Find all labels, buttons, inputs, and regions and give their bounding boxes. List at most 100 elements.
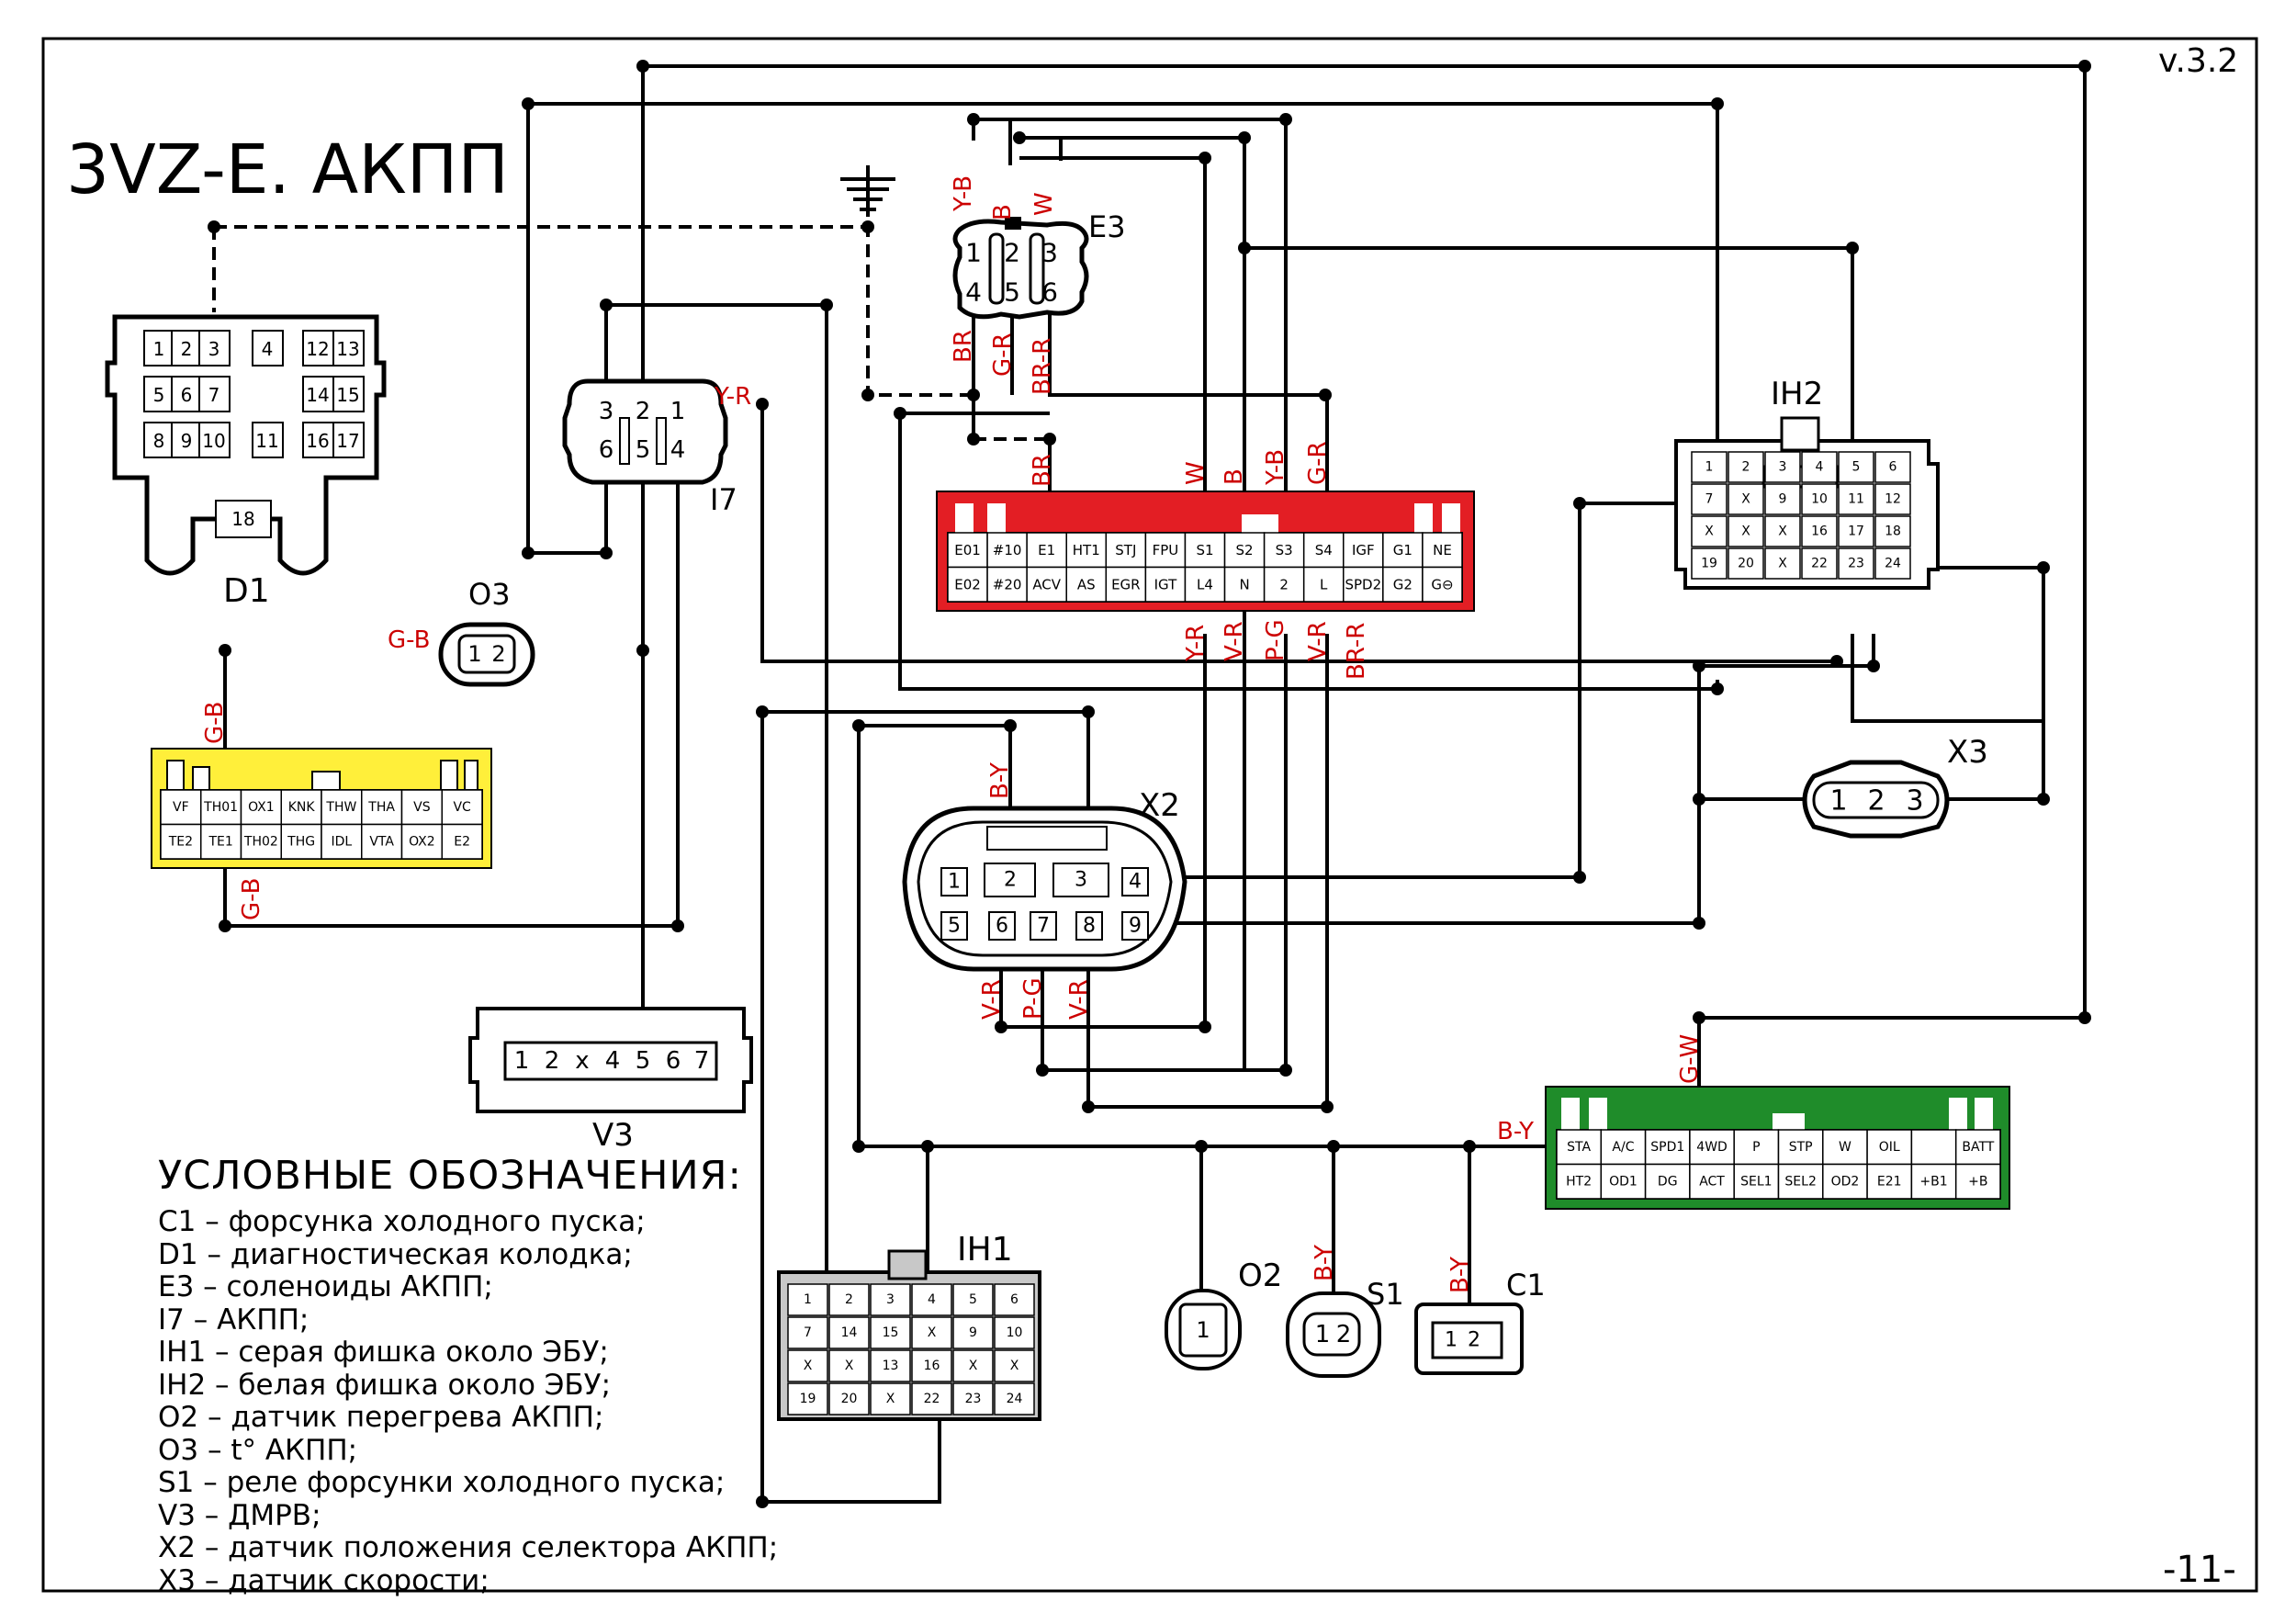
ecu-red-pin-label: G2 (1393, 576, 1412, 592)
d1-pin: 5 (153, 384, 165, 406)
ih1-cell (911, 1382, 952, 1415)
ecu-red-cell (1302, 566, 1345, 603)
legend-item: C1 – форсунка холодного пуска; (158, 1205, 646, 1238)
e3-pin: 4 (965, 277, 982, 308)
d1-pin: 6 (181, 384, 193, 406)
ih2-cell (1801, 547, 1838, 580)
ih1-cell (828, 1283, 870, 1316)
ecu-yellow-pin-label: KNK (288, 800, 316, 815)
ecu-red-pin-label: IGT (1154, 576, 1178, 592)
ih1-cell (952, 1316, 994, 1349)
c1-pin: 2 (1468, 1329, 1480, 1352)
ecu-green-cell (1910, 1163, 1957, 1200)
ecu-red-cell (1343, 566, 1384, 603)
ih2-pin: 20 (1738, 557, 1754, 571)
wire-label: V-R (1221, 621, 1248, 661)
x2-pin: 4 (1129, 871, 1142, 894)
ecu-yellow-pin-label: E2 (454, 834, 470, 849)
s1-label: S1 (1367, 1277, 1404, 1312)
ih2-pin: 19 (1701, 557, 1717, 571)
legend-item: O3 – t° АКПП; (158, 1433, 358, 1467)
d1-pin: 4 (262, 338, 274, 360)
ih1-pin: X (928, 1325, 937, 1340)
d1-pin: 8 (153, 430, 165, 452)
ecu-red-pin-label: E01 (954, 542, 981, 558)
wire-label: V-R (1065, 979, 1093, 1020)
d1-label: D1 (223, 572, 270, 610)
wire-label: Y-R (1182, 625, 1210, 662)
i7-pin: 4 (670, 436, 686, 464)
v3-pin: 6 (666, 1047, 681, 1075)
wire-label: W (1182, 461, 1210, 485)
wire-label: B (989, 204, 1017, 220)
ecu-red-cell (1223, 566, 1266, 603)
ecu-yellow-cell (361, 789, 403, 826)
ecu-red-cell (1422, 532, 1463, 569)
ih1-pin: X (804, 1359, 813, 1373)
legend-item: X2 – датчик положения селектора АКПП; (158, 1531, 779, 1564)
ih2-cell (1838, 515, 1874, 547)
ecu-yellow-cell (160, 823, 202, 860)
legend-item: E3 – соленоиды АКПП; (158, 1270, 493, 1303)
wire-label: BR-R (1343, 623, 1370, 680)
wire-label: B-Y (1497, 1118, 1534, 1145)
x2-pin: 9 (1129, 915, 1142, 938)
ecu-red-pin-label: EGR (1111, 576, 1141, 592)
ecu-green-pin-label: OD2 (1831, 1174, 1860, 1189)
ecu-green-cell (1644, 1129, 1691, 1166)
x2-label: X2 (1139, 787, 1180, 824)
wire-label: BR-R (1029, 338, 1056, 395)
wire-label: BR (950, 330, 977, 363)
ecu-red-cell (986, 532, 1028, 569)
ih2-cell (1874, 547, 1911, 580)
ih1-pin: 23 (965, 1392, 982, 1406)
ih2-cell (1874, 451, 1911, 483)
wire-label: V-R (978, 979, 1006, 1020)
wire-label: BR (1029, 454, 1056, 487)
ih2-label: IH2 (1771, 376, 1823, 412)
ih2-pin: X (1741, 492, 1750, 507)
wire-label: V-R (1304, 621, 1332, 661)
ecu-green-pin-label: SPD1 (1650, 1140, 1684, 1155)
ih2-cell (1801, 515, 1838, 547)
ih1-pin: 15 (883, 1325, 899, 1340)
wire-label: G-B (238, 878, 265, 920)
e3-pin: 3 (1041, 238, 1058, 268)
ih2-cell (1728, 451, 1764, 483)
wire-label: G-B (388, 626, 430, 654)
ecu-green-cell (1954, 1163, 2001, 1200)
ih2-cell (1691, 515, 1728, 547)
ecu-yellow-pin-label: TE2 (168, 834, 193, 849)
connector-d1: 1 2 3 4 12 13 5 6 7 14 15 8 9 10 11 16 1… (105, 314, 387, 610)
ecu-green-pin-label: DG (1658, 1174, 1678, 1189)
s1-pin: 1 (1315, 1321, 1331, 1348)
v3-pin: 2 (545, 1047, 560, 1075)
wire-label: Y-R (714, 383, 751, 411)
legend-item: IH1 – серая фишка около ЭБУ; (158, 1336, 609, 1369)
ih2-cell (1764, 547, 1801, 580)
x3-label: X3 (1947, 734, 1988, 771)
wire-label: G-W (1676, 1034, 1704, 1084)
ecu-yellow-pin-label: THW (325, 800, 356, 815)
ecu-red-pin-label: 2 (1279, 576, 1289, 592)
ecu-green-cell (1556, 1129, 1603, 1166)
ecu-green-pin-label: HT2 (1566, 1174, 1592, 1189)
legend: УСЛОВНЫЕ ОБОЗНАЧЕНИЯ: C1 – форсунка холо… (158, 1153, 801, 1597)
ecu-green-cell (1954, 1129, 2001, 1166)
ih1-cell (787, 1382, 828, 1415)
connector-v3: 1 2 x 4 5 6 7 V3 (468, 1007, 753, 1154)
ih2-cell (1764, 515, 1801, 547)
ih2-pin: 9 (1779, 492, 1787, 507)
ih2-pin: 6 (1889, 460, 1897, 475)
connector-e3: 1 2 3 4 5 6 E3 (952, 209, 1126, 320)
ecu-yellow-pin-label: THA (367, 800, 395, 815)
v3-pin: 4 (605, 1047, 621, 1075)
d1-pin: 17 (336, 430, 359, 452)
page-frame (41, 37, 2258, 1593)
ecu-red-pin-label: ACV (1032, 576, 1061, 592)
ecu-red-pin-label: G⊖ (1431, 576, 1453, 592)
v3-pin: 5 (636, 1047, 651, 1075)
ih2-cell (1838, 547, 1874, 580)
